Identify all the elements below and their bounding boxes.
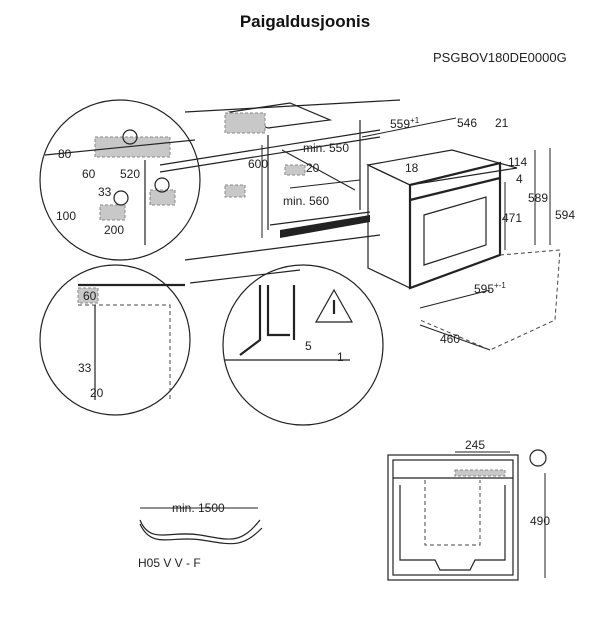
dim-5: 5 [305, 339, 312, 353]
page-title: Paigaldusjoonis [239, 12, 371, 31]
dim-min-550: min. 550 [303, 141, 349, 155]
dim-1: 1 [337, 350, 344, 364]
dim-min-560: min. 560 [283, 194, 329, 208]
dim-114: 114 [508, 155, 527, 169]
dim-471: 471 [502, 211, 522, 225]
dim-490: 490 [530, 514, 550, 528]
electric-connection-icon [113, 190, 129, 206]
dim-20: 20 [306, 161, 320, 175]
dim-4: 4 [516, 172, 523, 186]
dim-460: 460 [440, 332, 460, 346]
detail-circle-side-clearance [39, 264, 191, 416]
dim-33: 33 [98, 185, 112, 199]
dim-18: 18 [405, 161, 419, 175]
dim-594: 594 [555, 208, 575, 222]
oven-front-view [387, 449, 547, 581]
dim-559: 559+1 [390, 116, 420, 131]
electric-connection-icon [154, 177, 170, 193]
electric-connection-icon [529, 449, 547, 467]
detail-circle-electrical [39, 99, 201, 261]
dim-21: 21 [495, 116, 509, 130]
power-cable [139, 507, 263, 545]
dim-200: 200 [104, 223, 124, 237]
dim-595: 595+-1 [474, 281, 506, 296]
dim-589: 589 [528, 191, 548, 205]
warning-triangle-icon [314, 288, 354, 323]
cable-type: H05 V V - F [138, 556, 201, 570]
oven-perspective [361, 117, 561, 351]
dim-33-side: 33 [78, 361, 92, 375]
dim-60-side: 60 [83, 289, 97, 303]
dim-20-side: 20 [90, 386, 104, 400]
cabinet-scene [159, 99, 401, 284]
dim-245: 245 [465, 438, 485, 452]
detail-circle-gap [222, 264, 384, 426]
model-code: PSGBOV180DE0000G [433, 50, 567, 65]
min-cable-length: min. 1500 [172, 501, 225, 515]
dim-60: 60 [82, 167, 96, 181]
dim-546: 546 [457, 116, 477, 130]
electric-connection-icon [122, 129, 138, 145]
dim-520: 520 [120, 167, 140, 181]
dim-100: 100 [56, 209, 76, 223]
dim-80: 80 [58, 147, 72, 161]
dim-600: 600 [248, 157, 268, 171]
